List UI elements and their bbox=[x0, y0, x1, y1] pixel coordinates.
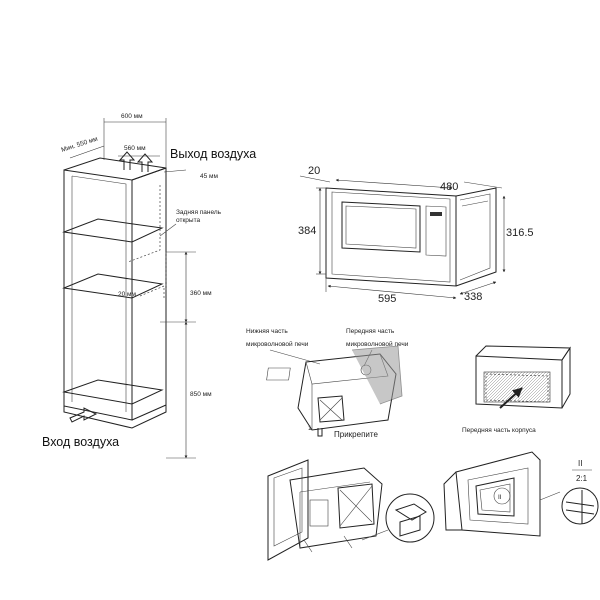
middle-shelf bbox=[62, 273, 164, 299]
dim-850: 850 мм bbox=[190, 391, 212, 398]
upper-shelf bbox=[62, 218, 164, 243]
air-out-label: Выход воздуха bbox=[170, 147, 256, 161]
detail-marker: II bbox=[498, 494, 502, 501]
dim-595: 595 bbox=[378, 293, 396, 305]
detail-roman: II bbox=[578, 459, 582, 468]
air-out-arrow-1 bbox=[118, 151, 136, 170]
case-front-drawing: Передняя часть корпуса bbox=[462, 345, 571, 434]
case-front-label: Передняя часть корпуса bbox=[462, 427, 536, 434]
rear-panel-label-1: Задняя панель bbox=[176, 209, 222, 216]
cabinet-top bbox=[63, 157, 167, 181]
oven-dimension-drawing: 480 20 384 316.5 595 338 bbox=[298, 165, 534, 305]
installed-door bbox=[443, 471, 462, 531]
detail-ii-circle bbox=[561, 487, 599, 525]
oven-body-rear bbox=[289, 467, 383, 549]
dim-338: 338 bbox=[464, 291, 482, 303]
oven-window bbox=[341, 201, 421, 253]
fasten-label: Прикрепите bbox=[334, 430, 378, 439]
rear-panel-dashed bbox=[127, 185, 161, 263]
fasten-step-number: 1 bbox=[308, 425, 312, 432]
install-step-drawing: Нижняя часть микроволновой печи Передняя… bbox=[246, 328, 409, 439]
bottom-shelf bbox=[62, 379, 164, 405]
installed-oven-drawing: II II 2:1 bbox=[443, 451, 599, 537]
bottom-part-label-1: Нижняя часть bbox=[246, 328, 288, 335]
front-part-label-1: Передняя часть bbox=[346, 328, 395, 335]
bottom-part-label-2: микроволновой печи bbox=[246, 340, 309, 348]
detail-circle bbox=[385, 493, 435, 543]
air-in-arrow bbox=[69, 407, 98, 423]
cabinet-drawing: 600 мм Мин. 550 мм 560 мм Выход воздуха … bbox=[42, 113, 256, 459]
case-side bbox=[561, 346, 571, 409]
oven-front-frame bbox=[325, 187, 457, 287]
dim-384: 384 bbox=[298, 225, 316, 237]
dim-360: 360 мм bbox=[190, 290, 212, 297]
installed-oven-window bbox=[475, 477, 515, 517]
oven-display bbox=[430, 212, 442, 216]
oven-control-panel bbox=[425, 205, 447, 257]
front-part-label-2: микроволновой печи bbox=[346, 340, 409, 348]
dim-20-oven: 20 bbox=[308, 165, 320, 177]
dim-316: 316.5 bbox=[506, 227, 534, 239]
installed-frame bbox=[455, 451, 541, 537]
dim-20: 20 мм bbox=[118, 291, 137, 298]
mount-frame bbox=[267, 459, 309, 561]
cabinet-right-side bbox=[131, 167, 167, 421]
oven-body-side bbox=[455, 187, 497, 287]
dim-600: 600 мм bbox=[121, 113, 143, 120]
detail-scale: 2:1 bbox=[576, 474, 588, 483]
rear-panel-label-2: открыта bbox=[176, 217, 200, 224]
dim-480: 480 bbox=[440, 181, 458, 193]
dim-min-550: Мин. 550 мм bbox=[60, 135, 99, 154]
dim-560: 560 мм bbox=[124, 145, 146, 152]
air-in-label: Вход воздуха bbox=[42, 435, 119, 449]
air-out-arrow-2 bbox=[136, 153, 154, 172]
dim-45: 45 мм bbox=[200, 173, 219, 180]
mounting-assembly-drawing bbox=[267, 459, 435, 561]
